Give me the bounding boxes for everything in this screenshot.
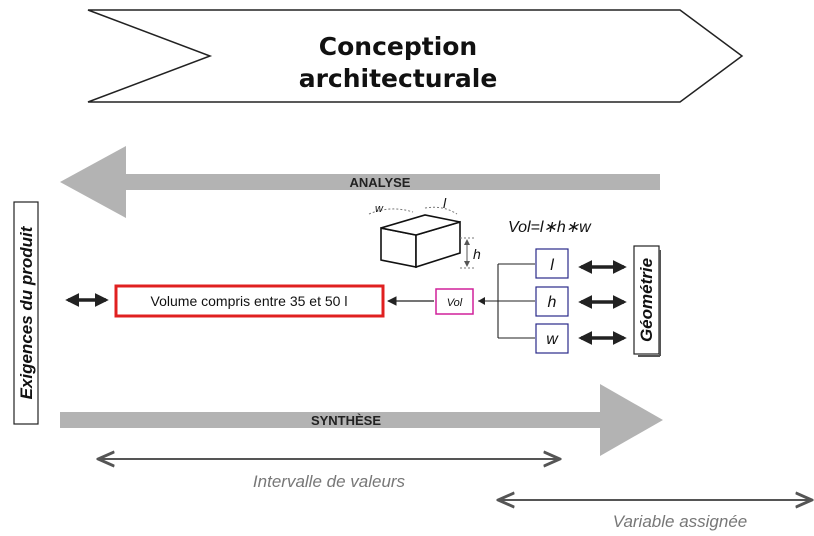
cube-dim-h: h <box>473 246 481 262</box>
synthesis-label: SYNTHÈSE <box>311 413 381 428</box>
bracket-arrowhead <box>478 297 485 305</box>
variable-l: l <box>550 257 554 274</box>
volume-formula: Vol=l∗h∗w <box>508 219 592 236</box>
title-line1: Conception <box>319 32 477 61</box>
analysis-arrow <box>60 146 660 218</box>
requirement-text: Volume compris entre 35 et 50 l <box>151 293 348 309</box>
analysis-label: ANALYSE <box>350 175 411 190</box>
cube-dim-l: l <box>443 195 447 211</box>
requirements-box <box>13 201 39 425</box>
variable-box-l <box>535 248 569 279</box>
variable-box-h <box>535 286 569 317</box>
variable-w: w <box>546 331 559 348</box>
interval-label: Intervalle de valeurs <box>253 472 406 491</box>
geometry-label: Géométrie <box>637 258 656 342</box>
title-line2: architecturale <box>299 64 498 93</box>
assigned-label: Variable assignée <box>613 512 748 531</box>
cube-dim-w: w <box>375 203 384 215</box>
cube-icon <box>368 206 474 269</box>
vol-label: Vol <box>447 297 463 309</box>
title-chevron <box>87 9 744 103</box>
variable-box-w <box>535 323 569 354</box>
vol-box <box>435 288 474 315</box>
requirements-label: Exigences du produit <box>17 225 36 399</box>
synthesis-arrow <box>60 384 663 456</box>
requirement-box <box>114 284 385 318</box>
variable-h: h <box>548 294 557 311</box>
